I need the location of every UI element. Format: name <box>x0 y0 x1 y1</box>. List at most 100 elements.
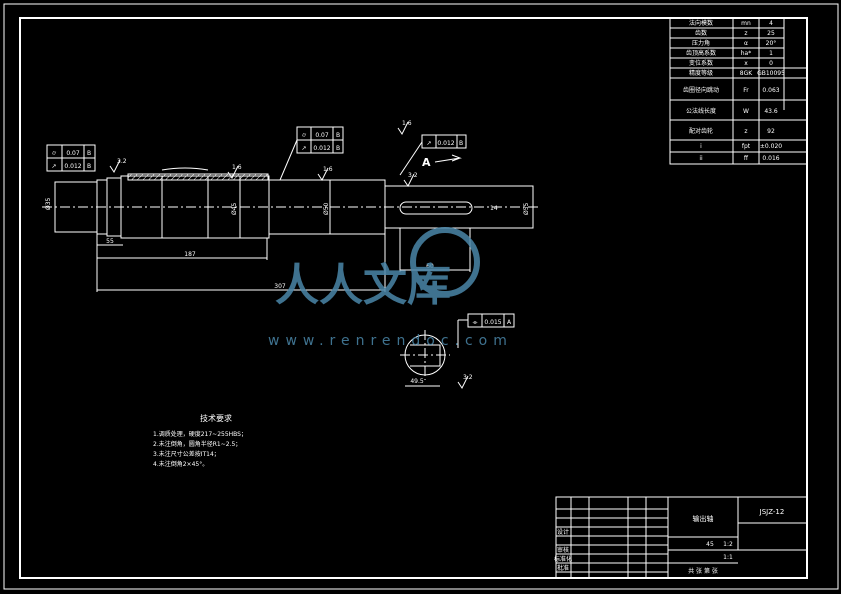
svg-text:3.2: 3.2 <box>463 374 473 381</box>
dim-shoulder-length: 187 <box>184 251 196 258</box>
gear-row-7-val: 0.063 <box>762 87 779 94</box>
gear-row-4-label: 齿顶高系数 <box>686 49 716 57</box>
gear-row-4-sym: ha* <box>741 50 751 57</box>
gear-row-7-sym: Fr <box>743 87 749 94</box>
gear-row-11-sym: ff <box>744 155 749 162</box>
gear-row-1-label: 法向模数 <box>689 19 713 27</box>
gear-row-10-sym: fpt <box>742 143 751 150</box>
gear-row-3-label: 压力角 <box>692 39 710 47</box>
gear-row-11-label: ii <box>699 155 703 162</box>
notes-title: 技术要求 <box>200 413 232 423</box>
gear-row-5-val: 0 <box>769 60 773 67</box>
note-1: 1.调质处理，硬度217~255HBS； <box>153 430 247 438</box>
svg-text:⌭: ⌭ <box>52 150 57 157</box>
label-reviewer: 审核 <box>557 546 569 554</box>
label-approve: 批准 <box>557 564 569 572</box>
svg-text:⌯: ⌯ <box>473 319 478 326</box>
gear-row-10-label: i <box>700 143 702 150</box>
dim-dia-left: Ø35 <box>45 197 52 210</box>
dim-dia-right: Ø55 <box>523 202 530 215</box>
gear-row-4-val: 1 <box>769 50 773 57</box>
tolerance-frame-2: ⌭ 0.07 B ↗ 0.012 B <box>279 126 344 181</box>
tolerance-frame-3: ↗ 0.012 B <box>399 134 467 176</box>
tolerance-frame-1: ⌭ 0.07 B ↗ 0.012 B <box>46 144 96 172</box>
gear-row-6-label: 精度等级 <box>689 69 713 77</box>
drawing-number: JSJZ-12 <box>759 508 785 516</box>
roughness-mark: 3.2 1.6 1.6 3.2 1.6 3.2 <box>109 120 473 389</box>
dim-keyway: 14 <box>490 205 498 212</box>
section-view: ⌯ 0.015 A 49.5 <box>400 313 515 387</box>
scale-value: 1:2 <box>723 541 733 548</box>
svg-text:B: B <box>87 150 91 157</box>
svg-text:0.07: 0.07 <box>315 132 329 139</box>
technical-notes: 技术要求 1.调质处理，硬度217~255HBS； 2.未注倒角，圆角半径R1~… <box>153 413 247 468</box>
note-2: 2.未注倒角，圆角半径R1~2.5； <box>153 440 241 448</box>
outer-border <box>3 3 839 590</box>
gear-row-9-label: 配对齿轮 <box>689 127 713 135</box>
svg-text:1.6: 1.6 <box>232 164 242 171</box>
svg-text:↗: ↗ <box>301 145 306 152</box>
title-block: 输出轴 JSJZ-12 1:2 45 1:1 共 张 第 张 设计 审核 标准化… <box>554 496 808 579</box>
svg-text:3.2: 3.2 <box>117 158 127 165</box>
hatched-strip <box>127 173 269 181</box>
watermark-url: www.renrendoc.com <box>268 333 513 349</box>
svg-text:↗: ↗ <box>51 163 56 170</box>
gear-row-5-label: 变位系数 <box>689 59 713 67</box>
svg-text:B: B <box>336 145 340 152</box>
gear-row-1-val: 4 <box>769 20 773 27</box>
svg-text:B: B <box>87 163 91 170</box>
dim-left-a: 55 <box>106 238 114 245</box>
label-standard: 标准化 <box>554 555 572 563</box>
gear-row-8-label: 公法线长度 <box>686 107 716 115</box>
keyway-slot <box>399 201 473 215</box>
dim-total-length: 307 <box>274 283 286 290</box>
dim-dia-mid: Ø45 <box>231 202 238 215</box>
gear-row-3-sym: α <box>744 40 748 47</box>
svg-text:0.012: 0.012 <box>437 140 454 147</box>
svg-text:0.012: 0.012 <box>313 145 330 152</box>
section-label-a: A <box>422 156 431 169</box>
note-3: 3.未注尺寸公差按IT14； <box>153 450 220 458</box>
gear-row-1-sym: mn <box>741 20 751 27</box>
shaft-output-end <box>384 185 534 229</box>
svg-text:0.07: 0.07 <box>66 150 80 157</box>
gear-row-10-val: ±0.020 <box>760 143 782 150</box>
gear-row-7-label: 齿圈径向跳动 <box>683 86 719 94</box>
section-arrow <box>434 154 462 163</box>
gear-row-8-sym: W <box>743 108 749 115</box>
dim-dia-shoulder: Ø50 <box>323 202 330 215</box>
svg-text:3.2: 3.2 <box>408 172 418 179</box>
gear-row-2-sym: z <box>744 30 747 37</box>
gear-row-2-label: 齿数 <box>695 29 707 37</box>
gear-row-8-val: 43.6 <box>764 108 778 115</box>
gear-row-9-val: 92 <box>767 128 775 135</box>
svg-text:1.6: 1.6 <box>323 166 333 173</box>
svg-text:1.6: 1.6 <box>402 120 412 127</box>
svg-text:0.015: 0.015 <box>484 319 501 326</box>
gear-row-3-val: 20° <box>766 40 777 47</box>
watermark-logo-ring <box>410 227 480 297</box>
gear-row-9-sym: z <box>744 128 747 135</box>
watermark-chars: 人人文库 <box>275 260 451 311</box>
svg-text:⌭: ⌭ <box>302 132 307 139</box>
watermark: 人人文库 www.renrendoc.com <box>268 227 513 349</box>
dim-section-depth: 49.5 <box>410 378 424 385</box>
gear-row-2-val: 25 <box>767 30 775 37</box>
gear-row-5-sym: x <box>744 60 748 67</box>
gear-row-6-sym: 8GK <box>740 70 753 77</box>
gear-table: 法向模数 mn 4 齿数 z 25 压力角 α 20° 齿顶高系数 ha* 1 … <box>669 17 808 165</box>
svg-text:B: B <box>459 140 463 147</box>
label-designer: 设计 <box>557 528 569 536</box>
gear-crown <box>161 167 209 171</box>
svg-text:B: B <box>336 132 340 139</box>
svg-text:↗: ↗ <box>426 140 431 147</box>
sheet-count: 共 张 第 张 <box>688 567 718 575</box>
svg-text:0.012: 0.012 <box>64 163 81 170</box>
material-value: 45 <box>706 541 714 548</box>
dim-mid: 60 <box>426 263 434 270</box>
shaft-main-view: 187 307 55 60 Ø35 Ø45 Ø50 Ø55 14 3.2 1.6… <box>42 120 540 389</box>
part-name: 输出轴 <box>693 514 714 523</box>
note-4: 4.未注倒角2×45°。 <box>153 460 208 468</box>
